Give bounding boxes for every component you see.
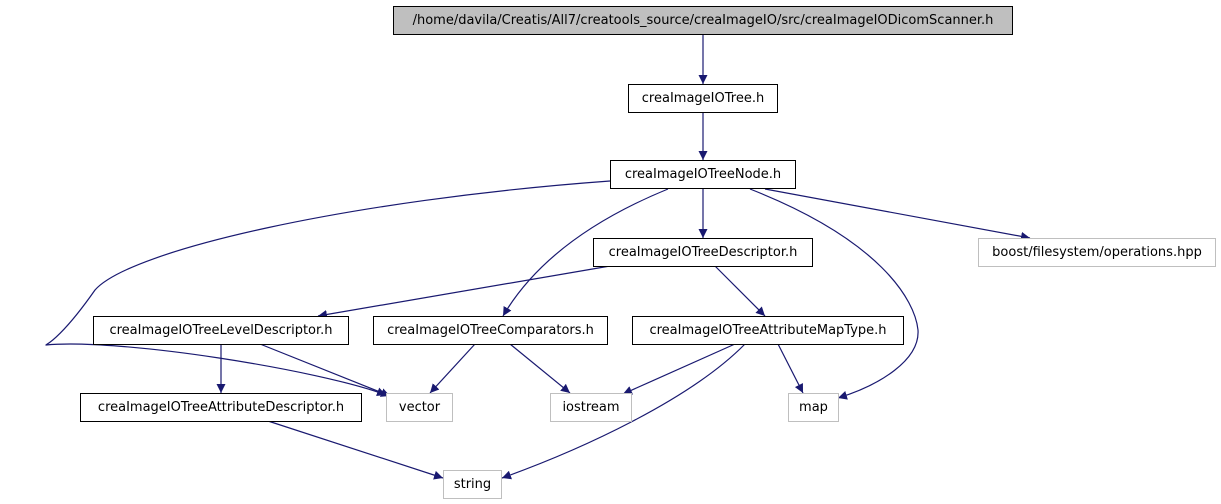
edge-treenode-to-map — [749, 188, 919, 400]
edge-comparators-to-iostream — [509, 343, 571, 394]
node-level-descriptor[interactable]: creaImageIOTreeLevelDescriptor.h — [93, 316, 349, 345]
node-string: string — [443, 470, 502, 499]
edge-attrdesc-to-string — [267, 420, 444, 480]
edge-leveldesc-to-vector — [259, 343, 391, 397]
node-scanner: /home/davila/Creatis/All7/creatools_sour… — [393, 6, 1013, 35]
node-tree[interactable]: creaImageIOTree.h — [628, 84, 778, 113]
node-boost-filesystem: boost/filesystem/operations.hpp — [978, 238, 1216, 267]
edge-attrmap-to-iostream — [622, 343, 736, 395]
node-comparators[interactable]: creaImageIOTreeComparators.h — [373, 316, 608, 345]
node-map: map — [788, 393, 839, 422]
node-vector: vector — [386, 393, 453, 422]
edge-descriptor-to-leveldesc — [317, 265, 611, 319]
node-attribute-maptype[interactable]: creaImageIOTreeAttributeMapType.h — [632, 316, 904, 345]
edge-attrmap-to-map — [777, 343, 804, 394]
node-descriptor[interactable]: creaImageIOTreeDescriptor.h — [593, 238, 813, 267]
edge-attrmap-to-string — [501, 343, 746, 480]
edge-treenode-to-comparators — [502, 188, 669, 317]
node-iostream: iostream — [550, 393, 632, 422]
node-treenode[interactable]: creaImageIOTreeNode.h — [610, 160, 796, 189]
edge-descriptor-to-attrmap — [714, 265, 766, 317]
edge-treenode-to-boostfs — [764, 188, 1031, 241]
edge-treenode-to-vector — [45, 180, 611, 397]
edge-comparators-to-vector — [429, 343, 476, 394]
node-attribute-descriptor[interactable]: creaImageIOTreeAttributeDescriptor.h — [80, 393, 362, 422]
